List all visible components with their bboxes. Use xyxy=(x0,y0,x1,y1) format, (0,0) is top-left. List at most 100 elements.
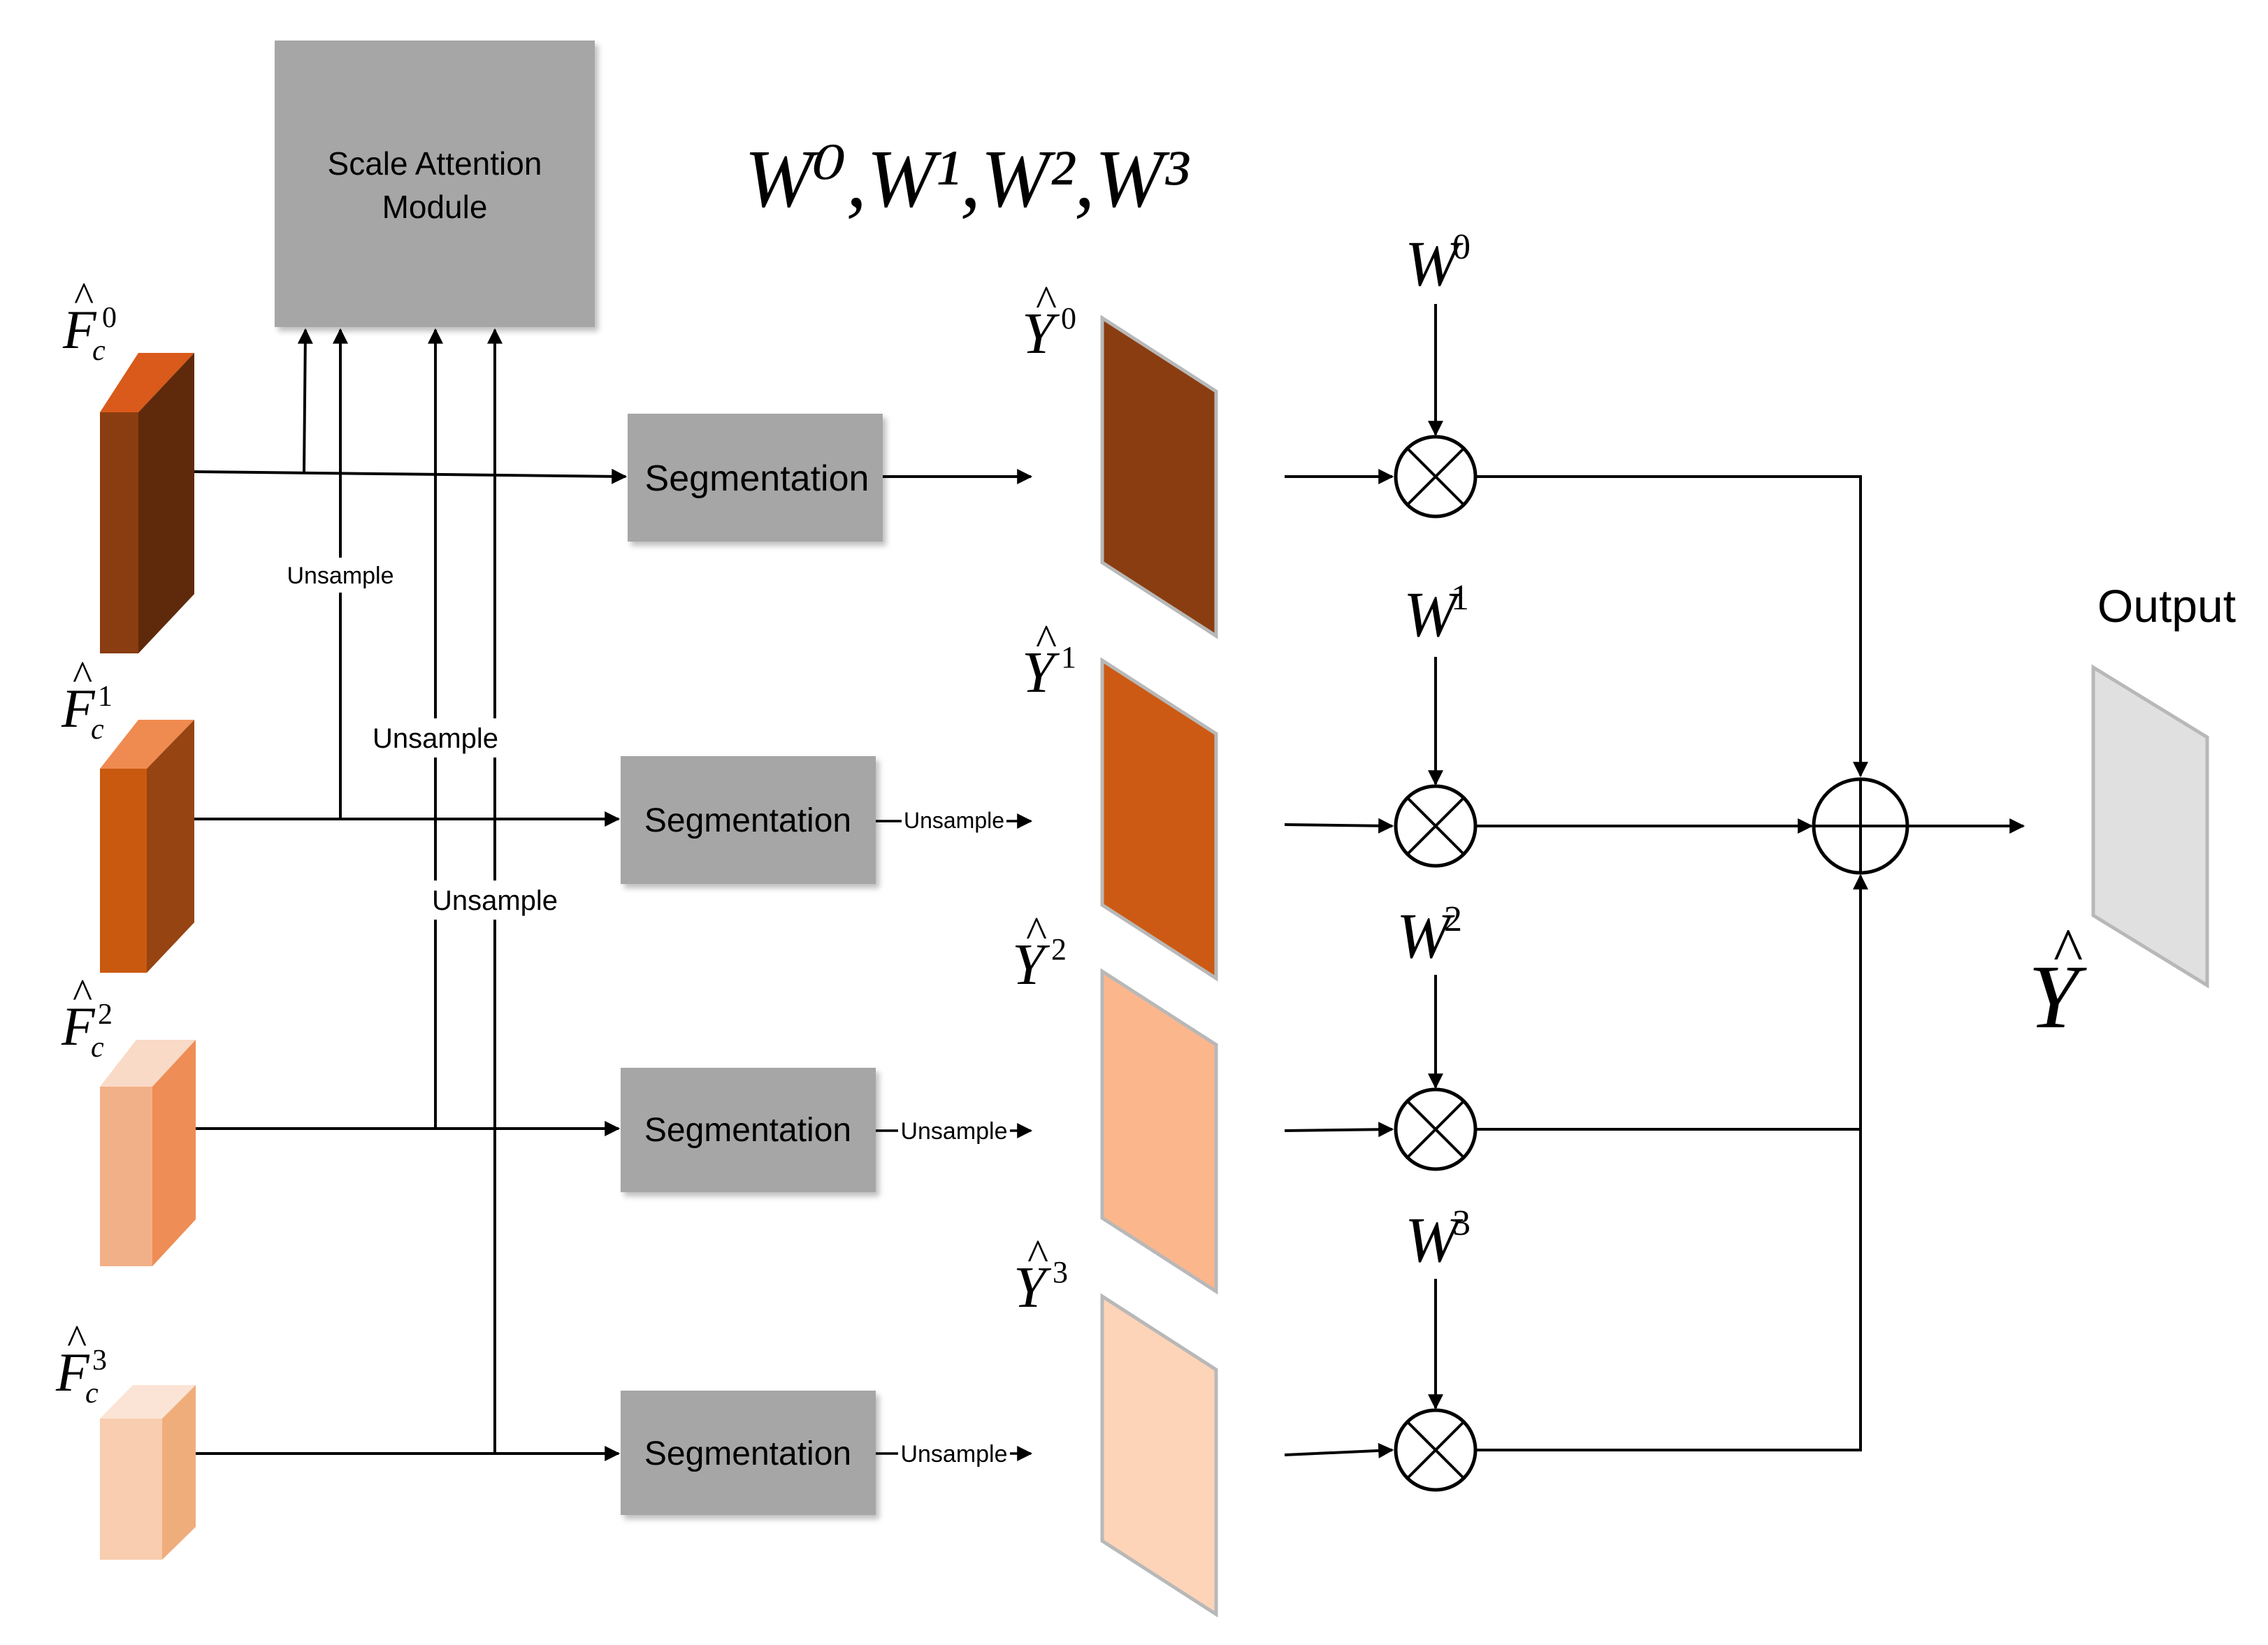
sum-node xyxy=(1812,777,1909,875)
segmentation-3-box xyxy=(621,1391,876,1515)
seg-to-pred-arrows xyxy=(876,469,1033,1461)
upsample-label-seg1: Unsample xyxy=(904,808,1004,833)
feature-3-side xyxy=(162,1385,196,1560)
upsample-label-a-group: Unsample xyxy=(283,558,398,593)
feature-3-front xyxy=(100,1419,162,1560)
weight-2-base: W xyxy=(1396,900,1455,971)
feature-0-sub: c xyxy=(92,335,106,367)
segmentation-0-box xyxy=(628,414,883,542)
segmentation-1: Segmentation xyxy=(621,756,876,884)
feature-3-top xyxy=(100,1385,196,1419)
feature-label-1: F ^ c 1 xyxy=(61,653,113,746)
prediction-0-map xyxy=(1100,314,1218,639)
weight-1-base: W xyxy=(1403,579,1462,650)
weights-title: W⁰,W¹,W²,W³ xyxy=(744,133,1190,224)
segmentation-3: Segmentation xyxy=(621,1391,876,1515)
weight-1: W 1 xyxy=(1403,578,1469,786)
multiply-node-3 xyxy=(1394,1408,1478,1492)
weight-3-sup: 3 xyxy=(1452,1203,1471,1243)
weight-2-sup: 2 xyxy=(1444,899,1462,939)
pred-to-mult-arrows xyxy=(1284,469,1394,1458)
prediction-label-1: Y ^ 1 xyxy=(1022,615,1076,705)
output-symbol: Y xyxy=(2028,947,2087,1048)
upsample-label-c-group: Unsample xyxy=(430,881,563,920)
prediction-3-sup: 3 xyxy=(1053,1255,1068,1289)
weight-0-base: W xyxy=(1405,228,1464,299)
feature-0-front xyxy=(100,412,138,653)
seg-upsample-labels: Unsample Unsample Unsample xyxy=(898,804,1010,1468)
prediction-0-sup: 0 xyxy=(1061,301,1076,335)
feature-label-3: F ^ c 3 xyxy=(55,1317,107,1410)
weight-0-sup: 0 xyxy=(1452,227,1471,267)
output-block: Output Y ^ xyxy=(2028,580,2236,1048)
mult0-to-sum-arrow xyxy=(1475,475,1868,778)
feature-2-sub: c xyxy=(91,1031,104,1064)
upsample-label-seg3: Unsample xyxy=(900,1441,1007,1468)
feature-1-top xyxy=(100,720,194,769)
feature-2-base: F xyxy=(61,996,96,1057)
feature-0-hat: ^ xyxy=(74,274,94,320)
feature-1-sub: c xyxy=(91,713,104,746)
feature-1-base: F xyxy=(61,678,96,739)
feature-1-hat: ^ xyxy=(73,653,92,699)
multiply-node-1 xyxy=(1394,784,1478,868)
multiply-node-2 xyxy=(1394,1087,1478,1171)
feature-block-1 xyxy=(100,720,194,973)
pred1-to-mult1-arrow xyxy=(1284,818,1394,834)
upsample-label-b-group: Unsample xyxy=(370,718,503,758)
weight-0: W 0 xyxy=(1405,227,1471,437)
feature-0-side xyxy=(138,353,194,653)
feature-1-front xyxy=(100,769,147,973)
feature-2-sup: 2 xyxy=(98,999,113,1031)
mult-to-sum-connectors xyxy=(1475,475,1868,1451)
upsample-label-seg2: Unsample xyxy=(900,1118,1007,1145)
output-map xyxy=(2091,664,2209,989)
feature-label-2: F ^ c 2 xyxy=(61,971,113,1064)
prediction-3 xyxy=(1100,1293,1218,1618)
segmentation-2-label: Segmentation xyxy=(644,1112,851,1149)
pred2-to-mult2-arrow xyxy=(1284,1122,1394,1138)
prediction-1 xyxy=(1100,657,1218,982)
weight-2: W 2 xyxy=(1396,899,1462,1089)
feature-1-side xyxy=(147,720,194,973)
upsample-label-b: Unsample xyxy=(373,723,498,754)
feature-0-sup: 0 xyxy=(102,302,117,334)
prediction-3-base: Y xyxy=(1013,1255,1052,1320)
prediction-0-base: Y xyxy=(1022,301,1060,366)
prediction-1-sup: 1 xyxy=(1061,640,1076,674)
prediction-1-hat: ^ xyxy=(1036,615,1057,665)
scale-attention-box xyxy=(275,41,595,327)
feature-3-hat: ^ xyxy=(67,1317,87,1363)
prediction-label-3: Y ^ 3 xyxy=(1013,1230,1068,1320)
prediction-2 xyxy=(1100,968,1218,1295)
title-text: W⁰,W¹,W²,W³ xyxy=(744,133,1190,224)
output-hat: ^ xyxy=(2053,916,2083,985)
prediction-label-2: Y ^ 2 xyxy=(1012,907,1067,997)
prediction-3-map xyxy=(1100,1293,1218,1618)
prediction-0 xyxy=(1100,314,1218,639)
feature-block-2 xyxy=(100,1040,196,1266)
feature-3-sup: 3 xyxy=(92,1345,107,1377)
feature-0-top xyxy=(100,353,194,412)
segmentation-1-box xyxy=(621,756,876,884)
segmentation-0-label: Segmentation xyxy=(645,458,869,499)
upsample-label-a: Unsample xyxy=(287,563,393,589)
prediction-2-base: Y xyxy=(1012,932,1050,997)
segmentation-3-label: Segmentation xyxy=(644,1435,851,1472)
feature-3-base: F xyxy=(55,1342,90,1403)
prediction-2-sup: 2 xyxy=(1051,932,1067,966)
feature-2-top xyxy=(100,1040,196,1087)
prediction-3-hat: ^ xyxy=(1027,1230,1048,1280)
feature-0-base: F xyxy=(62,299,97,360)
prediction-2-map xyxy=(1100,968,1218,1295)
feature-3-sub: c xyxy=(85,1377,99,1410)
scale-attention-label-2: Module xyxy=(382,189,488,225)
mult3-to-sum-arrow xyxy=(1475,874,1868,1451)
feature-2-front xyxy=(100,1087,152,1266)
prediction-0-hat: ^ xyxy=(1036,276,1057,326)
f0-to-seg0-arrow xyxy=(194,468,628,484)
feature-2-hat: ^ xyxy=(73,971,92,1017)
pred3-to-mult3-arrow xyxy=(1284,1442,1394,1458)
segmentation-2-box xyxy=(621,1068,876,1192)
